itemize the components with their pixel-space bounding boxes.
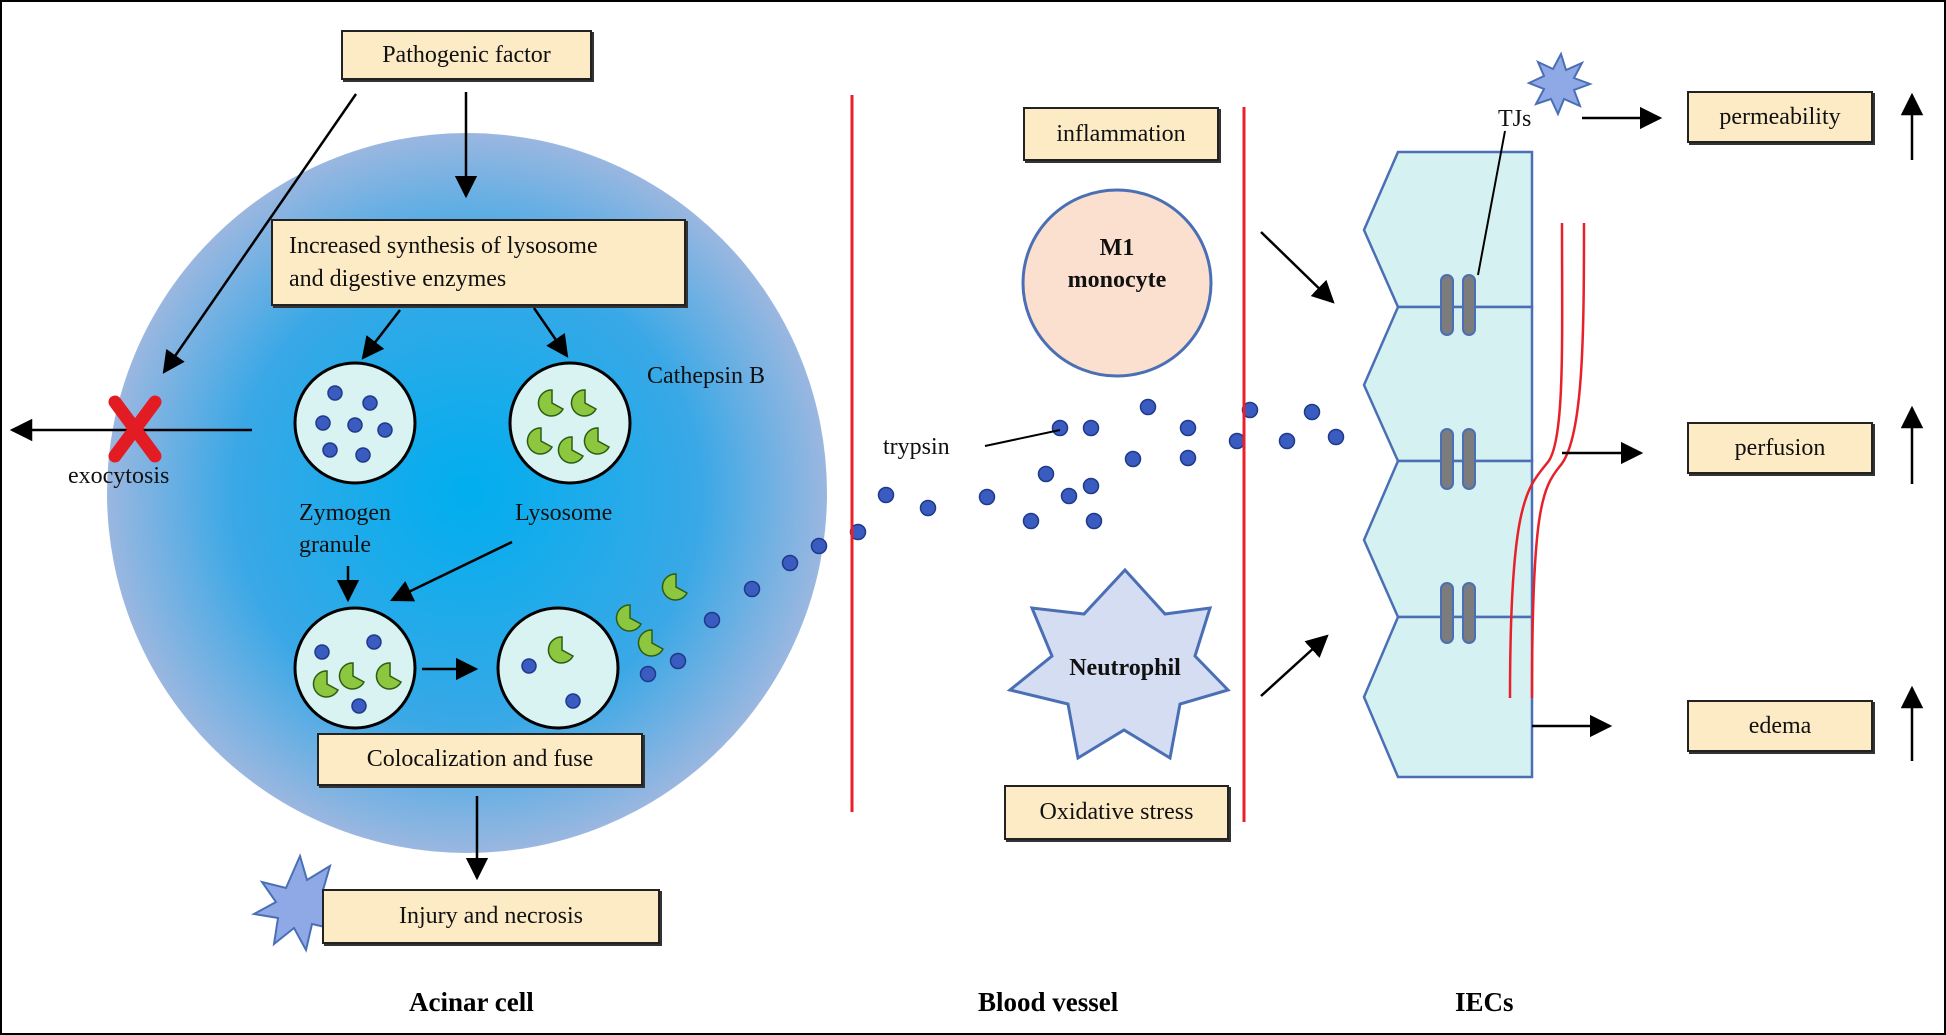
tjs-label: TJs: [1498, 106, 1532, 132]
iecs-caption: IECs: [1455, 987, 1514, 1017]
colocalization-box: Colocalization and fuse: [317, 733, 643, 786]
capillary: [1508, 222, 1586, 699]
vessel-walls: [850, 95, 1246, 822]
iec-layer: [1362, 150, 1534, 779]
fused-granule: [293, 606, 417, 730]
zymogen-line-1: Zymogen: [299, 500, 391, 526]
m1-monocyte: [1021, 188, 1213, 378]
permeability-box: permeability: [1687, 91, 1873, 143]
pathogenic-factor-box: Pathogenic factor: [341, 30, 592, 80]
neutrophil-label: Neutrophil: [1069, 655, 1181, 681]
cathepsin-b-label: Cathepsin B: [647, 363, 765, 389]
immune-arrows: [1260, 231, 1335, 697]
lysosome-label: Lysosome: [515, 500, 613, 526]
injury-necrosis-box: Injury and necrosis: [322, 889, 660, 944]
trypsin-dots: [639, 398, 1345, 683]
released-cathepsin: [615, 573, 689, 657]
inflammation-box: inflammation: [1023, 107, 1219, 161]
perfusion-box: perfusion: [1687, 422, 1873, 474]
synthesis-line-2: and digestive enzymes: [289, 265, 507, 292]
damage-burst-icon: [1526, 51, 1593, 117]
zymogen-line-2: granule: [299, 532, 371, 559]
m1-line-2: monocyte: [1067, 267, 1167, 294]
synthesis-box: Increased synthesis of lysosome and dige…: [271, 219, 686, 306]
neutrophil-cell: [1006, 567, 1231, 761]
zymogen-granule-label: Zymogen granule: [299, 497, 391, 562]
acinar-cell-caption: Acinar cell: [409, 987, 534, 1017]
edema-box: edema: [1687, 700, 1873, 752]
m1-monocyte-label: M1 monocyte: [1023, 232, 1211, 297]
m1-line-1: M1: [1099, 235, 1135, 261]
tjs-pointer: [1477, 130, 1506, 276]
synthesis-line-1: Increased synthesis of lysosome: [289, 233, 598, 260]
blocked-x-icon: [108, 395, 162, 463]
oxidative-stress-box: Oxidative stress: [1004, 785, 1229, 840]
trypsin-pointer: [984, 429, 1061, 447]
exocytosis-label: exocytosis: [68, 463, 170, 489]
blood-vessel-caption: Blood vessel: [978, 987, 1119, 1017]
damaged-granule: [496, 606, 620, 730]
zymogen-granule: [293, 361, 417, 485]
lysosome: [508, 361, 632, 485]
trypsin-label: trypsin: [883, 434, 950, 460]
output-arrows: [1532, 92, 1924, 761]
tight-junctions: [1440, 274, 1476, 644]
